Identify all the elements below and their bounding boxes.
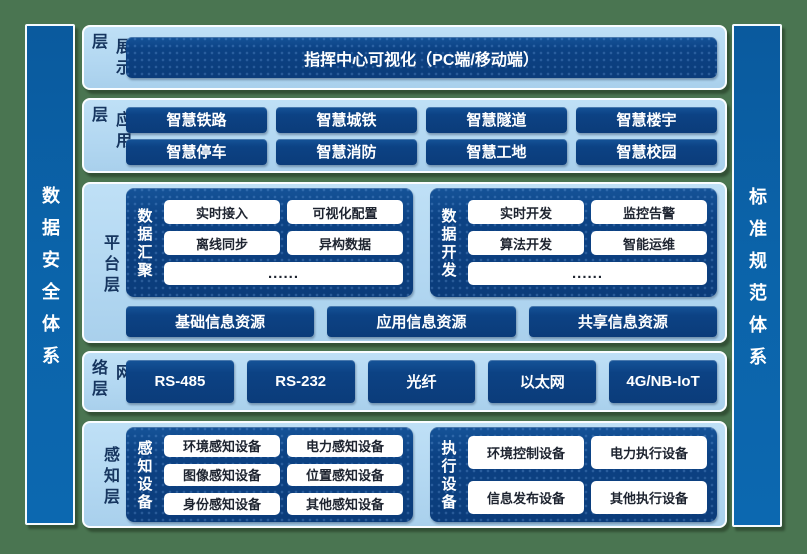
layer-network: 网络层 RS-485 RS-232 光纤 以太网 4G/NB-IoT: [82, 351, 727, 412]
module-chip: 实时接入: [164, 200, 280, 224]
execution-devices-group: 执行设备 环境控制设备 电力执行设备 信息发布设备 其他执行设备: [430, 427, 717, 522]
device-chip: 其他感知设备: [287, 492, 403, 515]
sensing-devices-title: 感知设备: [135, 440, 153, 512]
execution-devices-title: 执行设备: [439, 440, 457, 512]
device-chip: 信息发布设备: [468, 480, 584, 514]
device-chip: 环境感知设备: [164, 434, 280, 457]
resource-item: 基础信息资源: [126, 306, 315, 337]
layer-application: 应用层 智慧铁路 智慧城铁 智慧隧道 智慧楼宇 智慧停车 智慧消防 智慧工地 智…: [82, 98, 727, 173]
module-chip: 离线同步: [164, 231, 280, 255]
data-development-group: 数据开发 实时开发 监控告警 算法开发 智能运维 ......: [430, 188, 717, 297]
layer-platform: 平台层 数据汇聚 实时接入 可视化配置 离线同步 异构数据 ...... 数据开…: [82, 182, 727, 343]
resource-item: 共享信息资源: [528, 306, 717, 337]
command-center-visualization-box: 指挥中心可视化（PC端/移动端）: [126, 37, 717, 78]
device-chip: 图像感知设备: [164, 463, 280, 486]
module-chip: 实时开发: [468, 200, 584, 224]
module-chip: 智能运维: [591, 231, 707, 255]
module-chip: 异构数据: [287, 231, 403, 255]
module-chip: 可视化配置: [287, 200, 403, 224]
layer-perception: 感知层 感知设备 环境感知设备 电力感知设备 图像感知设备 位置感知设备 身份感…: [82, 421, 727, 528]
application-grid: 智慧铁路 智慧城铁 智慧隧道 智慧楼宇 智慧停车 智慧消防 智慧工地 智慧校园: [126, 106, 717, 165]
module-chip-more: ......: [164, 262, 403, 285]
data-security-system-label: 数据安全体系: [40, 185, 60, 378]
device-chip: 电力执行设备: [591, 435, 707, 469]
app-item: 智慧停车: [126, 138, 267, 165]
data-aggregation-group: 数据汇聚 实时接入 可视化配置 离线同步 异构数据 ......: [126, 188, 413, 297]
app-item: 智慧城铁: [276, 106, 417, 133]
layer-display: 展示层 指挥中心可视化（PC端/移动端）: [82, 25, 727, 90]
layer-perception-label: 感知层: [101, 445, 118, 509]
app-item: 智慧工地: [426, 138, 567, 165]
device-chip: 环境控制设备: [468, 435, 584, 469]
device-chip: 身份感知设备: [164, 492, 280, 515]
data-security-system-bar: 数据安全体系: [25, 24, 75, 525]
module-chip: 算法开发: [468, 231, 584, 255]
network-item: 以太网: [488, 360, 597, 403]
module-chip: 监控告警: [591, 200, 707, 224]
app-item: 智慧消防: [276, 138, 417, 165]
platform-groups: 数据汇聚 实时接入 可视化配置 离线同步 异构数据 ...... 数据开发 实时…: [126, 188, 717, 297]
layer-application-label: 应用层: [89, 106, 130, 153]
resource-item: 应用信息资源: [327, 306, 516, 337]
device-chip: 其他执行设备: [591, 480, 707, 514]
app-item: 智慧铁路: [126, 106, 267, 133]
app-item: 智慧楼宇: [576, 106, 717, 133]
perception-groups: 感知设备 环境感知设备 电力感知设备 图像感知设备 位置感知设备 身份感知设备 …: [126, 427, 717, 522]
device-chip: 位置感知设备: [287, 463, 403, 486]
network-item: RS-485: [126, 360, 234, 403]
standard-spec-system-label: 标准规范体系: [747, 186, 767, 379]
app-item: 智慧隧道: [426, 106, 567, 133]
network-item: 光纤: [367, 360, 476, 403]
layer-display-label: 展示层: [89, 33, 130, 80]
network-item: 4G/NB-IoT: [609, 360, 717, 403]
layer-platform-label: 平台层: [101, 233, 118, 297]
data-aggregation-title: 数据汇聚: [135, 208, 153, 280]
sensing-devices-group: 感知设备 环境感知设备 电力感知设备 图像感知设备 位置感知设备 身份感知设备 …: [126, 427, 413, 522]
device-chip: 电力感知设备: [287, 434, 403, 457]
network-item: RS-232: [246, 360, 355, 403]
standard-spec-system-bar: 标准规范体系: [732, 24, 782, 527]
architecture-stack: 展示层 指挥中心可视化（PC端/移动端） 应用层 智慧铁路 智慧城铁 智慧隧道 …: [82, 25, 727, 528]
network-grid: RS-485 RS-232 光纤 以太网 4G/NB-IoT: [126, 360, 717, 403]
module-chip-more: ......: [468, 262, 707, 285]
resource-row: 基础信息资源 应用信息资源 共享信息资源: [126, 306, 717, 337]
app-item: 智慧校园: [576, 138, 717, 165]
data-development-title: 数据开发: [439, 208, 457, 280]
layer-network-label: 网络层: [89, 359, 130, 401]
